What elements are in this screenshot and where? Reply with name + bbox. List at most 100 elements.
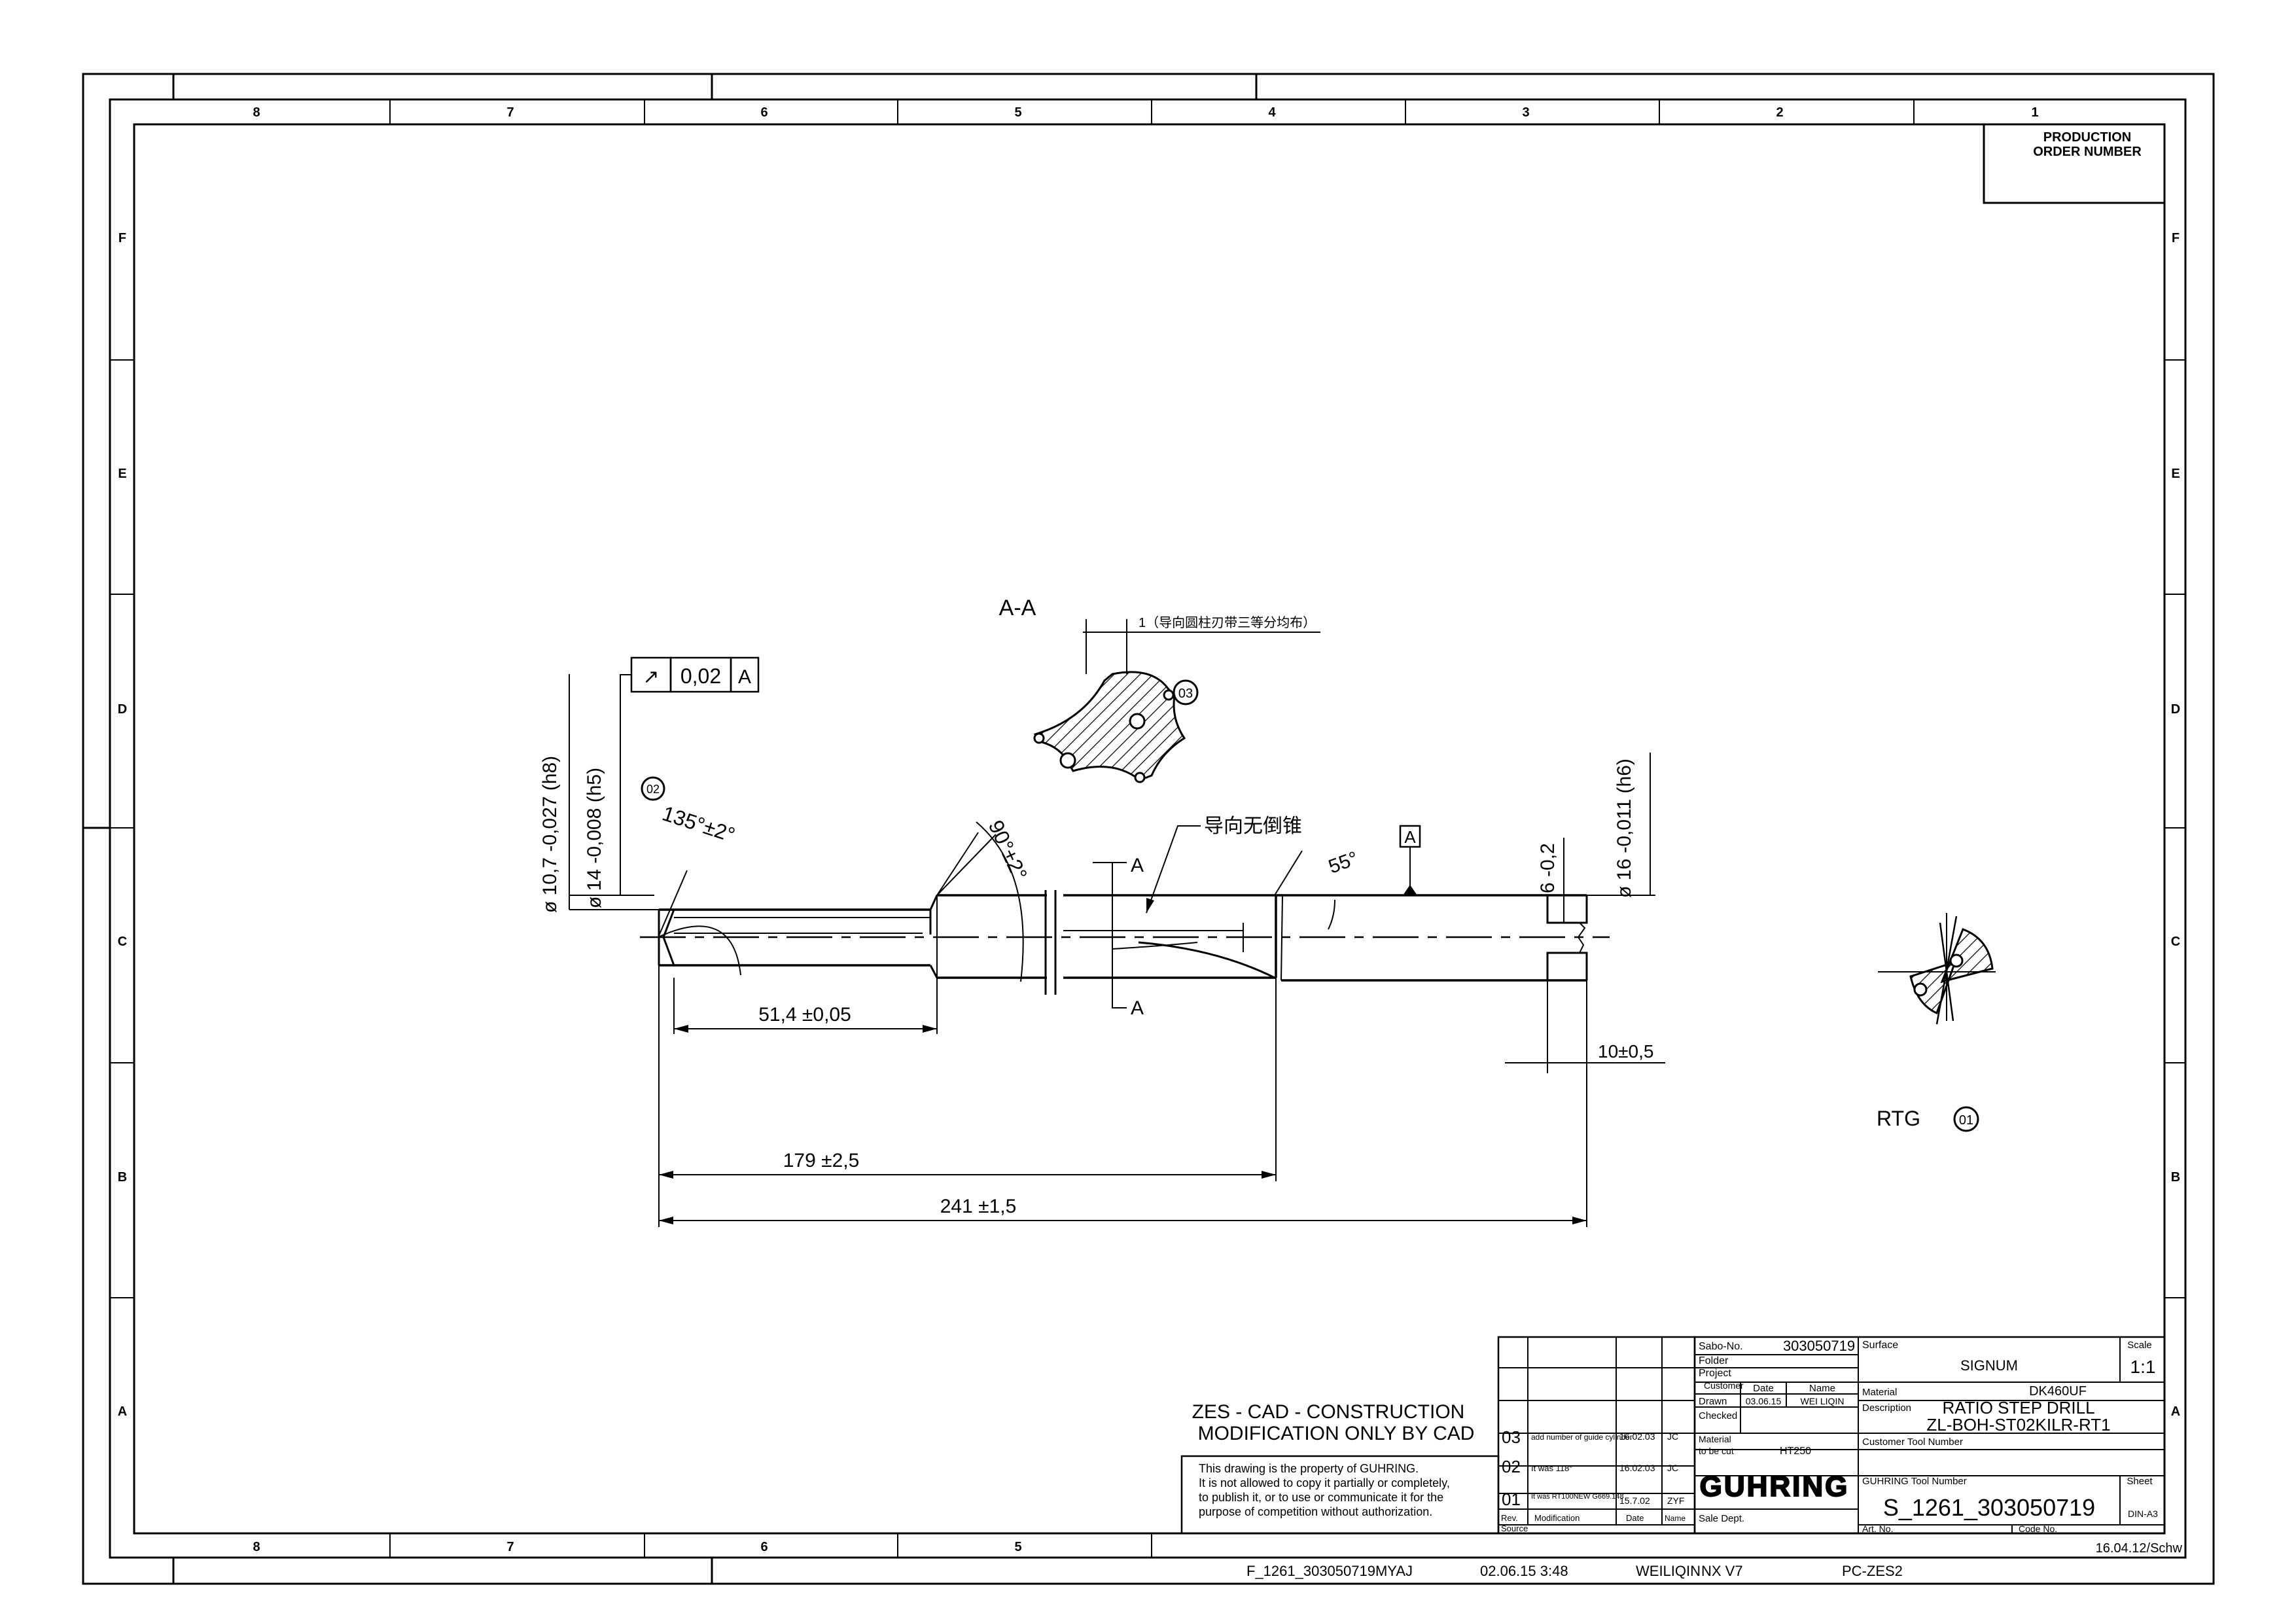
rev-02-date: 16.02.03 xyxy=(1619,1463,1655,1473)
section-title: A-A xyxy=(999,596,1036,620)
form-date: 16.04.12/Schw xyxy=(2096,1541,2183,1556)
col-label-1: 1 xyxy=(2031,105,2038,120)
angle-step: 90°±2° xyxy=(984,817,1032,884)
land-note: 1（导向圆柱刃带三等分均布） xyxy=(1139,615,1316,630)
balloon-02-label: 02 xyxy=(646,783,660,796)
dim-flute-length: 179 ±2,5 xyxy=(783,1150,860,1171)
row-label-e-left: E xyxy=(118,467,126,481)
production-order-line1: PRODUCTION xyxy=(2043,130,2131,145)
property-note-line1: This drawing is the property of GUHRING. xyxy=(1199,1462,1419,1475)
angle-tip: 135°±2° xyxy=(660,801,738,847)
customer-tool-label: Customer Tool Number xyxy=(1862,1436,1963,1448)
sheet-value: DIN-A3 xyxy=(2128,1508,2158,1519)
code-no-label: Code No. xyxy=(2019,1524,2057,1534)
sale-dept-label: Sale Dept. xyxy=(1699,1513,1744,1524)
angle-55: 55° xyxy=(1326,847,1361,878)
rev-header-rev: Rev. xyxy=(1501,1513,1518,1523)
footer-system: PC-ZES2 xyxy=(1842,1563,1903,1579)
title-block: Sabo-No. 303050719 Folder Project Custom… xyxy=(1693,1336,2166,1535)
dim-step-diameter: ø 14 -0,008 (h5) xyxy=(584,768,605,908)
cad-note-line2: MODIFICATION ONLY BY CAD xyxy=(1198,1423,1475,1444)
gdt-symbol: ↗ xyxy=(643,666,659,688)
surface-label: Surface xyxy=(1862,1340,1898,1351)
rev-01-name: ZYF xyxy=(1667,1495,1684,1506)
production-order-box: PRODUCTION ORDER NUMBER xyxy=(1983,124,2164,204)
row-label-b-right: B xyxy=(2171,1170,2180,1185)
material-value: DK460UF xyxy=(2029,1384,2087,1399)
guhring-tool-label: GUHRING Tool Number xyxy=(1862,1476,1967,1487)
row-label-a-left: A xyxy=(118,1404,127,1419)
section-profile xyxy=(1034,671,1186,781)
dim-total-length: 241 ±1,5 xyxy=(940,1196,1017,1217)
property-note-line4: purpose of competition without authoriza… xyxy=(1199,1505,1432,1518)
no-chamfer-note: 导向无倒锥 xyxy=(1204,815,1302,837)
balloon-03-label: 03 xyxy=(1178,687,1193,701)
material-cut-label1: Material xyxy=(1699,1434,1731,1444)
end-view-label: RTG xyxy=(1877,1107,1920,1130)
gdt-value: 0,02 xyxy=(680,664,721,688)
name-header: Name xyxy=(1809,1383,1835,1394)
footer-file: F_1261_303050719MYAJ xyxy=(1246,1563,1413,1579)
balloon-03 xyxy=(1173,679,1199,705)
rev-header-modification: Modification xyxy=(1534,1513,1580,1523)
sheet-frame: 8 7 6 5 4 3 2 1 8 7 6 5 F E D C B A F E … xyxy=(82,73,2215,1585)
drawn-date: 03.06.15 xyxy=(1746,1396,1782,1406)
sabo-label: Sabo-No. xyxy=(1699,1341,1743,1352)
row-label-f-right: F xyxy=(2172,231,2180,245)
drawn-name: WEI LIQIN xyxy=(1801,1396,1845,1406)
balloon-02 xyxy=(641,776,665,801)
rev-01-date: 15.7.02 xyxy=(1619,1495,1650,1506)
row-label-d-left: D xyxy=(118,702,127,717)
drawn-label: Drawn xyxy=(1699,1396,1727,1407)
row-label-f-left: F xyxy=(118,231,126,245)
rev-03-date: 16.02.03 xyxy=(1619,1431,1655,1442)
footer-user: WEILIQIN xyxy=(1636,1563,1701,1579)
col-label-7: 7 xyxy=(506,105,514,120)
row-label-c-left: C xyxy=(118,935,127,949)
rev-02-number: 02 xyxy=(1502,1457,1521,1476)
cad-note-line1: ZES - CAD - CONSTRUCTION xyxy=(1192,1401,1465,1423)
col-label-8: 8 xyxy=(253,105,260,120)
sabo-value: 303050719 xyxy=(1783,1338,1855,1354)
rev-02-text: It was 118° xyxy=(1531,1463,1573,1473)
section-mark-top: A xyxy=(1131,855,1144,876)
material-cut-value: HT250 xyxy=(1780,1446,1811,1457)
row-label-c-right: C xyxy=(2171,935,2180,949)
row-label-a-right: A xyxy=(2171,1404,2180,1419)
bottom-col-label-5: 5 xyxy=(1014,1540,1021,1554)
rev-01-number: 01 xyxy=(1502,1489,1521,1509)
rev-02-name: JC xyxy=(1667,1463,1678,1473)
footer-software: NX V7 xyxy=(1701,1563,1743,1579)
date-header: Date xyxy=(1753,1383,1774,1394)
rev-03-number: 03 xyxy=(1502,1427,1521,1447)
property-note-line3: to publish it, or to use or communicate … xyxy=(1199,1491,1443,1504)
rev-header-source: Source xyxy=(1501,1524,1528,1533)
end-view: RTG 01 xyxy=(1877,913,1996,1132)
rev-03-name: JC xyxy=(1667,1431,1678,1442)
balloon-01 xyxy=(1953,1106,1979,1132)
dim-shank-diameter: ø 16 -0,011 (h6) xyxy=(1614,758,1635,898)
scale-value: 1:1 xyxy=(2130,1357,2156,1377)
checked-label: Checked xyxy=(1699,1410,1737,1421)
col-label-6: 6 xyxy=(760,105,768,120)
bottom-col-label-6: 6 xyxy=(760,1540,768,1554)
art-no-label: Art. No. xyxy=(1862,1524,1893,1534)
row-label-e-right: E xyxy=(2171,467,2180,481)
dim-flat-length: 10±0,5 xyxy=(1598,1041,1653,1061)
footer-strip: F_1261_303050719MYAJ 02.06.15 3:48 WEILI… xyxy=(1246,1563,1903,1579)
tool-number: S_1261_303050719 xyxy=(1883,1494,2095,1521)
production-order-line2: ORDER NUMBER xyxy=(2033,145,2142,159)
bottom-col-label-7: 7 xyxy=(506,1540,514,1554)
customer-label: Customer xyxy=(1704,1380,1744,1391)
description-line1: RATIO STEP DRILL xyxy=(1942,1398,2094,1418)
material-cut-label2: to be cut xyxy=(1699,1446,1734,1456)
property-note: This drawing is the property of GUHRING.… xyxy=(1180,1455,1500,1535)
rev-03-text: add number of guide cylinder xyxy=(1531,1433,1633,1442)
dim-step-length: 51,4 ±0,05 xyxy=(758,1004,851,1026)
dim-guide-diameter: ø 10,7 -0,027 (h8) xyxy=(539,756,561,913)
sheet-label: Sheet xyxy=(2127,1476,2153,1487)
gdt-datum: A xyxy=(738,666,751,688)
balloon-01-label: 01 xyxy=(1959,1113,1973,1128)
project-label: Project xyxy=(1699,1368,1731,1379)
row-label-b-left: B xyxy=(118,1170,127,1185)
